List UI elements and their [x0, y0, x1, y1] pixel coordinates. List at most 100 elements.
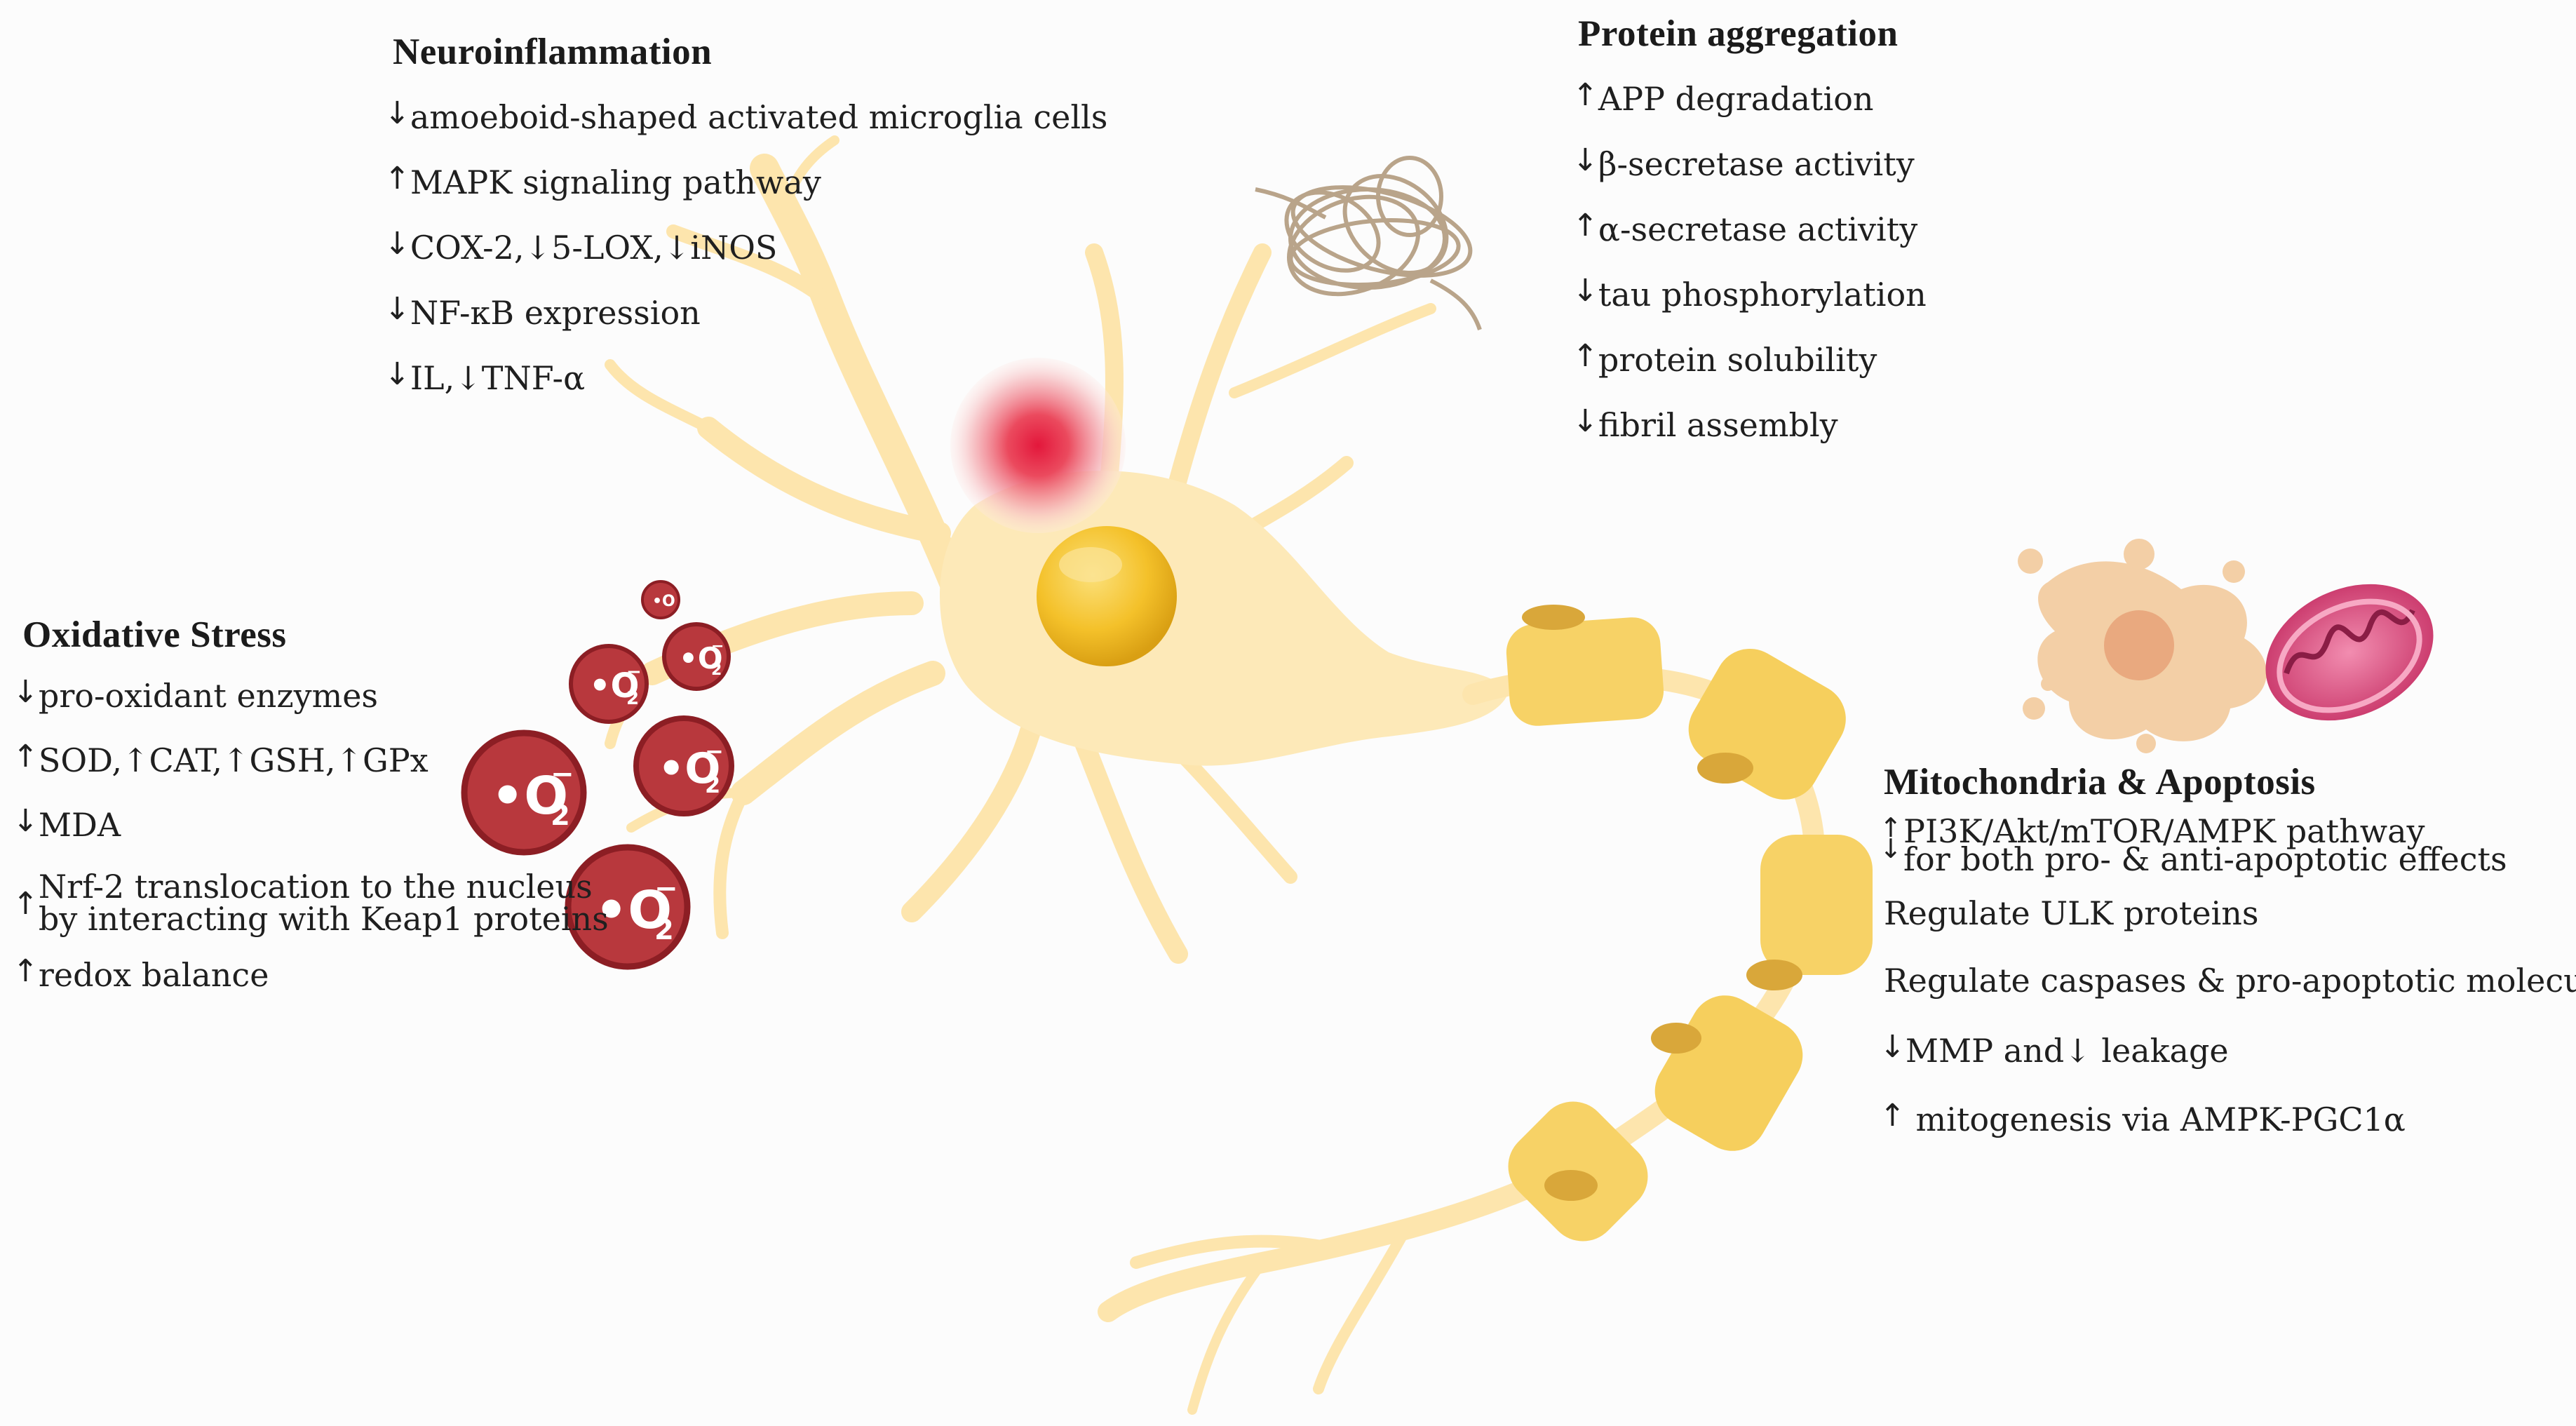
- item-text: Nrf-2 translocation to the nucleus: [38, 868, 593, 906]
- superoxide-icon: •O2 −: [662, 622, 731, 691]
- arrow-icon: ↑: [1572, 338, 1598, 374]
- list-item: ↓pro-oxidant enzymes: [13, 677, 609, 741]
- list-item: ↓amoeboid-shaped activated microglia cel…: [384, 98, 1107, 163]
- list-item: ↓tau phosphorylation: [1572, 276, 1927, 341]
- arrow-icon: ↑: [384, 161, 410, 196]
- list-item: ↑APP degradation: [1572, 80, 1927, 145]
- item-text: Regulate caspases & pro-apoptotic molecu…: [1884, 962, 2576, 1000]
- arrow-icon: ↓: [384, 291, 410, 327]
- oxidative-stress-panel: Oxidative Stress ↓pro-oxidant enzymes ↑S…: [13, 614, 609, 1021]
- item-text: for both pro- & anti-apoptotic effects: [1903, 840, 2507, 878]
- list-item: ↑protein solubility: [1572, 341, 1927, 406]
- svg-text:•O: •O: [679, 641, 723, 675]
- list-item: ↓β-secretase activity: [1572, 145, 1927, 210]
- list-item: ↑MAPK signaling pathway: [384, 163, 1107, 229]
- item-text: MDA: [38, 806, 121, 844]
- svg-text:•O: •O: [652, 593, 675, 610]
- svg-text:2: 2: [626, 688, 639, 709]
- item-text: β-secretase activity: [1598, 145, 1915, 183]
- svg-text:−: −: [551, 758, 574, 791]
- svg-text:2: 2: [705, 772, 720, 798]
- superoxide-icon: •O: [641, 580, 680, 619]
- protein-aggregate-icon: [1255, 156, 1482, 330]
- panel-title: Oxidative Stress: [22, 614, 287, 655]
- svg-text:•O: •O: [491, 766, 568, 826]
- item-text: redox balance: [38, 956, 269, 994]
- arrow-icon: ↑: [13, 886, 39, 922]
- inflammation-spot: [950, 358, 1126, 533]
- svg-text:2: 2: [711, 661, 722, 679]
- item-text: amoeboid-shaped activated microglia cell…: [410, 98, 1108, 136]
- arrow-icon: ↓: [384, 95, 410, 131]
- svg-text:−: −: [626, 661, 642, 682]
- panel-title: Mitochondria & Apoptosis: [1884, 762, 2316, 802]
- svg-text:•O: •O: [658, 744, 720, 793]
- item-text: fibril assembly: [1598, 406, 1838, 444]
- list-item: ↓NF-κB expression: [384, 294, 1107, 359]
- superoxide-icon: •O2 −: [569, 644, 649, 724]
- list-item: Regulate caspases & pro-apoptotic molecu…: [1880, 962, 2576, 1032]
- list-item: ↓IL,↓TNF-α: [384, 359, 1107, 424]
- arrow-icon: ↓: [1572, 403, 1598, 439]
- arrow-icon: ↓: [1572, 142, 1598, 178]
- arrow-down-icon: ↓: [1880, 833, 1902, 864]
- svg-text:•O: •O: [595, 880, 672, 941]
- list-item: ↓MMP and↓ leakage: [1880, 1032, 2576, 1101]
- list-item: ↓COX-2,↓5-LOX,↓iNOS: [384, 229, 1107, 294]
- svg-text:−: −: [711, 638, 724, 655]
- arrow-icon: ↓: [1880, 1029, 1906, 1065]
- item-text: by interacting with Keap1 proteins: [38, 900, 609, 938]
- item-text: PI3K/Akt/mTOR/AMPK pathway: [1903, 812, 2425, 850]
- svg-text:•O: •O: [589, 666, 639, 706]
- list-item: ↑redox balance: [13, 956, 609, 1021]
- item-text: tau phosphorylation: [1598, 276, 1927, 314]
- item-text: COX-2,↓5-LOX,↓iNOS: [410, 229, 778, 267]
- arrow-icon: ↓: [384, 356, 410, 392]
- superoxide-icon: •O2 −: [461, 729, 587, 856]
- list-item: ↑α-secretase activity: [1572, 210, 1927, 276]
- list-item: ↑SOD,↑CAT,↑GSH,↑GPx: [13, 741, 609, 806]
- neuroinflammation-panel: Neuroinflammation ↓amoeboid-shaped activ…: [384, 31, 1107, 424]
- myelin-sheaths: [1506, 605, 1873, 1242]
- item-text: SOD,↑CAT,↑GSH,↑GPx: [38, 741, 429, 779]
- nucleus: [1037, 526, 1177, 666]
- list-item: ↓MDA: [13, 806, 609, 870]
- item-text: MAPK signaling pathway: [410, 163, 821, 201]
- superoxide-radicals: •O •O2− •O2− •O2− •O2− •O2−: [461, 580, 734, 970]
- arrow-icon: ↑: [13, 953, 39, 989]
- item-text: APP degradation: [1598, 80, 1874, 118]
- svg-text:−: −: [705, 738, 724, 765]
- list-item: ↑ mitogenesis via AMPK-PGC1α: [1880, 1101, 2576, 1164]
- mitochondrion-icon: [2265, 584, 2434, 721]
- arrow-icon: ↑: [1572, 77, 1598, 113]
- arrow-icon: ↓: [13, 674, 39, 710]
- apoptotic-cell-icon: [2018, 539, 2267, 753]
- item-text: NF-κB expression: [410, 294, 701, 332]
- arrow-icon: ↑: [13, 739, 39, 774]
- svg-text:−: −: [654, 873, 678, 905]
- superoxide-icon: •O2 −: [565, 844, 691, 970]
- panel-title: Protein aggregation: [1578, 13, 1899, 54]
- item-text: mitogenesis via AMPK-PGC1α: [1905, 1101, 2406, 1138]
- arrow-icon: ↓: [13, 803, 39, 839]
- axon-terminals: [1130, 1229, 1408, 1415]
- item-text: Regulate ULK proteins: [1884, 894, 2259, 932]
- arrow-icon: ↑: [1572, 208, 1598, 243]
- item-text: protein solubility: [1598, 341, 1877, 379]
- arrow-icon: ↓: [384, 226, 410, 262]
- arrow-up-icon: ↑: [1880, 812, 1902, 843]
- svg-text:2: 2: [551, 800, 570, 832]
- item-text: pro-oxidant enzymes: [38, 677, 379, 715]
- protein-aggregation-panel: Protein aggregation ↑APP degradation ↓β-…: [1572, 13, 1927, 471]
- panel-title: Neuroinflammation: [393, 32, 713, 72]
- item-text: IL,↓TNF-α: [410, 359, 586, 397]
- svg-text:2: 2: [654, 914, 674, 946]
- mitochondria-apoptosis-panel: Mitochondria & Apoptosis ↑↓ PI3K/Akt/mTO…: [1880, 761, 2576, 1164]
- superoxide-icon: •O2 −: [633, 715, 734, 816]
- arrow-icon: ↑: [1880, 1098, 1906, 1134]
- arrow-icon: ↓: [1572, 273, 1598, 309]
- list-item: ↓fibril assembly: [1572, 406, 1927, 471]
